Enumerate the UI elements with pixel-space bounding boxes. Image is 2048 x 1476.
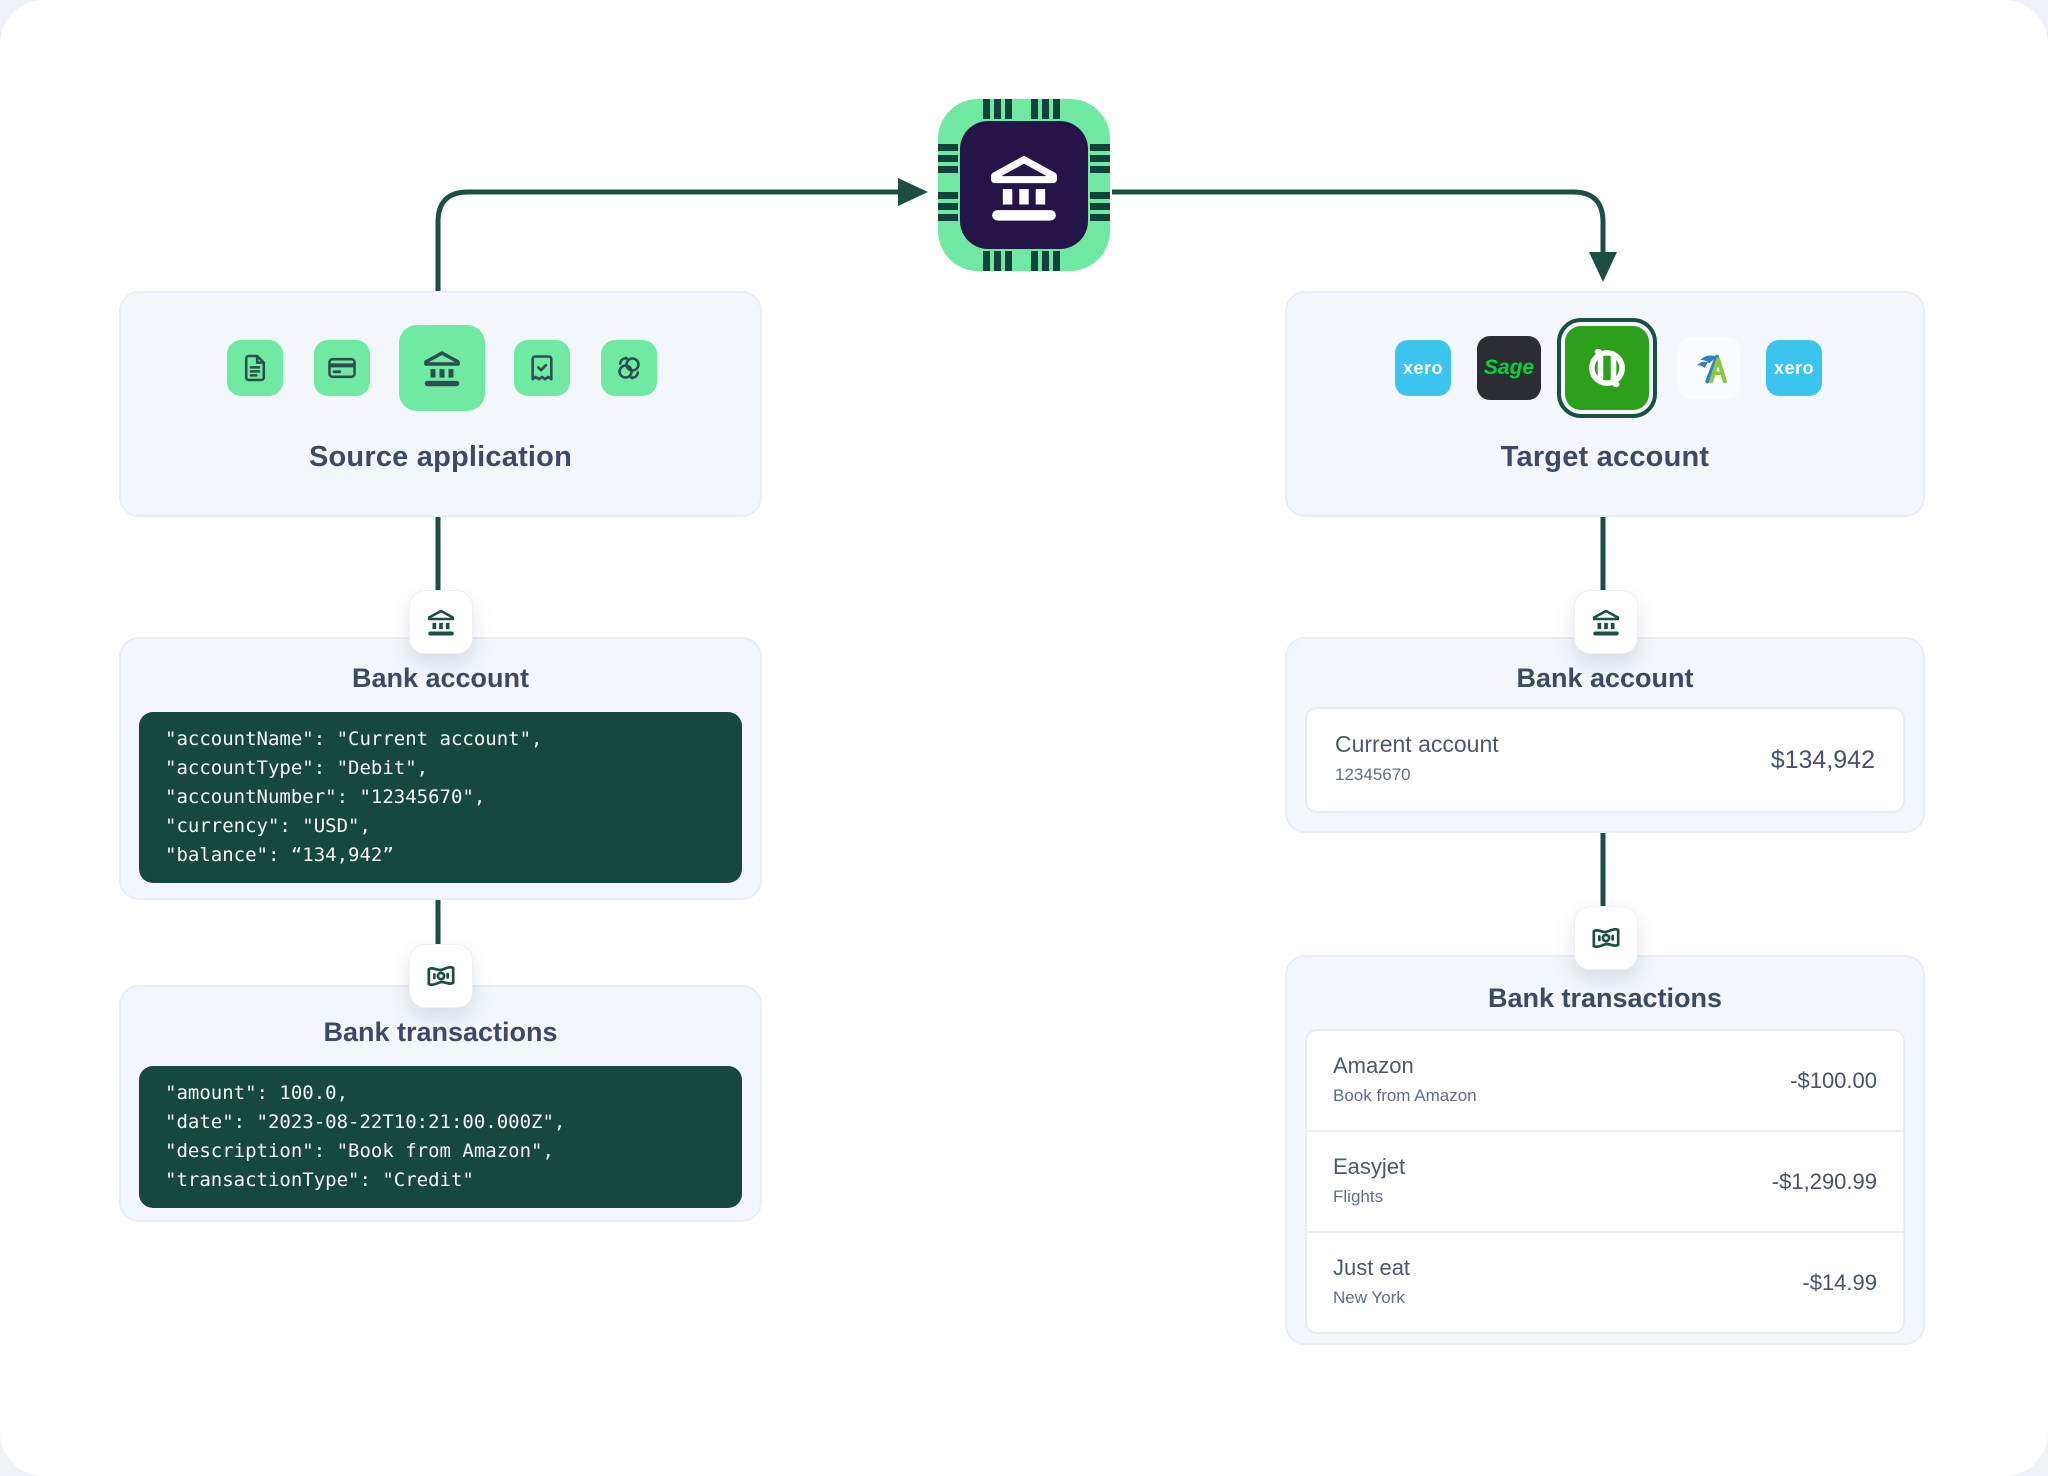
card-title: Bank account — [121, 663, 760, 694]
arrowhead-down — [1589, 252, 1617, 282]
receipt-check-icon — [526, 352, 558, 384]
card-title: Bank transactions — [1287, 983, 1923, 1014]
bank-icon — [424, 605, 458, 639]
source-type-card-tile — [314, 340, 370, 396]
target-panel-title: Target account — [1287, 441, 1923, 474]
bank-account-json-code: "accountName": "Current account", "accou… — [139, 712, 742, 883]
source-application-panel: Source application — [119, 291, 762, 517]
sync-icon — [613, 352, 645, 384]
transaction-row: Amazon Book from Amazon -$100.00 — [1307, 1031, 1903, 1130]
code-line: "date": "2023-08-22T10:21:00.000Z", — [165, 1108, 716, 1137]
freeagent-icon — [1689, 348, 1729, 388]
bank-account-connector-tile — [1574, 590, 1638, 654]
transaction-amount: -$100.00 — [1790, 1031, 1877, 1130]
transaction-amount: -$1,290.99 — [1772, 1132, 1877, 1231]
source-bank-transactions-card: Bank transactions "amount": 100.0, "date… — [119, 985, 762, 1222]
transaction-description: New York — [1333, 1288, 1405, 1308]
account-number: 12345670 — [1335, 765, 1411, 785]
code-line: "description": "Book from Amazon", — [165, 1137, 716, 1166]
bank-transactions-connector-tile — [409, 944, 473, 1008]
quickbooks-qb-icon — [1578, 339, 1636, 397]
source-bank-account-card: Bank account "accountName": "Current acc… — [119, 637, 762, 900]
file-icon — [239, 352, 271, 384]
transaction-name: Easyjet — [1333, 1154, 1405, 1180]
sage-logo: Sage — [1477, 336, 1541, 400]
current-account-row: Current account 12345670 $134,942 — [1305, 707, 1905, 813]
target-bank-account-card: Bank account Current account 12345670 $1… — [1285, 637, 1925, 833]
source-type-document-tile — [227, 340, 283, 396]
quickbooks-selected-ring — [1557, 318, 1657, 418]
bank-account-connector-tile — [409, 590, 473, 654]
code-line: "accountNumber": "12345670", — [165, 783, 716, 812]
xero-logo: xero — [1766, 340, 1822, 396]
source-type-sync-tile — [601, 340, 657, 396]
code-line: "accountType": "Debit", — [165, 754, 716, 783]
bank-transactions-connector-tile — [1574, 906, 1638, 970]
xero-logo-text: xero — [1403, 358, 1443, 379]
account-balance: $134,942 — [1771, 709, 1875, 811]
account-name: Current account — [1335, 731, 1499, 758]
target-bank-transactions-card: Bank transactions Amazon Book from Amazo… — [1285, 955, 1925, 1345]
arrowhead-right — [898, 178, 928, 206]
source-type-receipt-tile — [514, 340, 570, 396]
target-account-panel: xero Sage xero — [1285, 291, 1925, 517]
banknote-icon — [1589, 921, 1623, 955]
card-title: Bank account — [1287, 663, 1923, 694]
banknote-icon — [424, 959, 458, 993]
code-line: "transactionType": "Credit" — [165, 1166, 716, 1195]
xero-logo-text: xero — [1774, 358, 1814, 379]
flow-arrow-chip-to-target — [1112, 192, 1603, 252]
transaction-row: Just eat New York -$14.99 — [1307, 1231, 1903, 1332]
source-type-bank-tile — [399, 325, 485, 411]
bank-transactions-json-code: "amount": 100.0, "date": "2023-08-22T10:… — [139, 1066, 742, 1208]
bank-icon — [419, 345, 465, 391]
card-title: Bank transactions — [121, 1017, 760, 1048]
transaction-description: Book from Amazon — [1333, 1086, 1477, 1106]
flow-arrow-source-to-chip — [438, 192, 898, 293]
transactions-list: Amazon Book from Amazon -$100.00 Easyjet… — [1305, 1029, 1905, 1334]
bank-data-chip-icon — [936, 97, 1112, 273]
code-line: "accountName": "Current account", — [165, 725, 716, 754]
transaction-name: Amazon — [1333, 1053, 1414, 1079]
code-line: "currency": "USD", — [165, 812, 716, 841]
transaction-row: Easyjet Flights -$1,290.99 — [1307, 1130, 1903, 1231]
freeagent-logo — [1678, 337, 1740, 399]
credit-card-icon — [326, 352, 358, 384]
transaction-amount: -$14.99 — [1802, 1233, 1877, 1332]
quickbooks-logo — [1565, 326, 1649, 410]
transaction-description: Flights — [1333, 1187, 1383, 1207]
bank-icon — [1589, 605, 1623, 639]
code-line: "amount": 100.0, — [165, 1079, 716, 1108]
xero-logo: xero — [1395, 340, 1451, 396]
source-panel-title: Source application — [121, 441, 760, 474]
sage-logo-text: Sage — [1484, 356, 1534, 380]
transaction-name: Just eat — [1333, 1255, 1410, 1281]
code-line: "balance": “134,942” — [165, 841, 716, 870]
